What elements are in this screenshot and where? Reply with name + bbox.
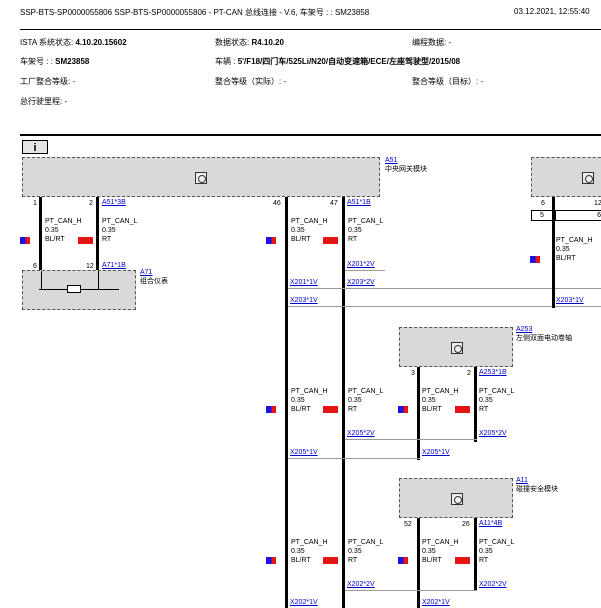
data-status: 数据状态: R4.10.20: [215, 38, 284, 47]
color-swatch-red: [323, 557, 338, 564]
wire-can-l-a253[interactable]: [474, 367, 477, 442]
connector-x205-2v-a253[interactable]: X205*2V: [479, 430, 507, 437]
wire-can-h-a11[interactable]: [417, 518, 420, 608]
header-divider: [20, 29, 601, 30]
connector-x205-2v[interactable]: X205*2V: [347, 430, 375, 437]
pin-label: 2: [467, 370, 471, 377]
color-swatch-blue-red: [266, 406, 276, 413]
pin-label: 47: [330, 200, 338, 207]
factory-level: 工厂整合等级: -: [20, 77, 76, 86]
module-a11-name: 碰撞安全模块: [516, 486, 558, 493]
color-swatch-red: [323, 237, 338, 244]
module-a71[interactable]: [22, 270, 136, 310]
module-a51[interactable]: [22, 157, 380, 197]
pin-label: 12: [594, 200, 601, 207]
ecu-icon: [582, 172, 594, 184]
connector-x202-2v[interactable]: X202*2V: [347, 581, 375, 588]
connector-x201-1v[interactable]: X201*1V: [290, 279, 318, 286]
connector-x203-2v[interactable]: X203*2V: [347, 279, 375, 286]
module-a11-link[interactable]: A11: [516, 477, 528, 484]
color-swatch-blue-red: [266, 237, 276, 244]
module-a71-name: 组合仪表: [140, 278, 168, 285]
module-a51-name: 中央网关模块: [385, 166, 427, 173]
connector-x203-1v[interactable]: X203*1V: [290, 297, 318, 304]
level-target: 整合等级（目标）: -: [412, 77, 484, 86]
pin-label: 1: [33, 200, 37, 207]
connector-a51-3b[interactable]: A51*3B: [102, 199, 126, 206]
module-a71-link[interactable]: A71: [140, 269, 153, 276]
connector-x205-1v[interactable]: X205*1V: [290, 449, 318, 456]
module-a51-link[interactable]: A51: [385, 157, 398, 164]
programming-data: 编程数据: -: [412, 38, 452, 47]
info-icon[interactable]: i: [22, 140, 48, 154]
module-a11[interactable]: [399, 478, 513, 518]
color-swatch-red: [455, 557, 470, 564]
color-swatch-blue-red: [266, 557, 276, 564]
vin: 车架号 : : SM23858: [20, 57, 90, 66]
pin-label: 6: [541, 200, 545, 207]
color-swatch-red: [323, 406, 338, 413]
wire-can-h-right[interactable]: [552, 197, 555, 308]
level-actual: 整合等级（实际）: -: [215, 77, 287, 86]
ecu-icon: [195, 172, 207, 184]
connector-a71-1b[interactable]: A71*1B: [102, 262, 126, 269]
module-a253[interactable]: [399, 327, 513, 367]
ista-status: ISTA 系统状态: 4.10.20.15602: [20, 38, 127, 47]
pin-label: 3: [411, 370, 415, 377]
wire-can-h-main[interactable]: [285, 197, 288, 608]
pin-label: 26: [462, 521, 470, 528]
pin-box: 5: [531, 210, 553, 221]
mileage: 总行驶里程: -: [20, 97, 68, 106]
pin-label: 46: [273, 200, 281, 207]
pin-box: 6: [555, 210, 601, 221]
pin-label: 12: [86, 263, 94, 270]
wire-can-h[interactable]: [39, 197, 42, 270]
connector-x202-1v-a11[interactable]: X202*1V: [422, 599, 450, 606]
datetime: 03.12.2021, 12:55:40: [514, 7, 590, 16]
connector-x201-2v[interactable]: X201*2V: [347, 261, 375, 268]
module-right[interactable]: [531, 157, 601, 197]
wire-can-l-a11[interactable]: [474, 518, 477, 590]
connector-a11-4b[interactable]: A11*4B: [479, 520, 503, 527]
wire-can-l-main[interactable]: [342, 197, 345, 608]
color-swatch-red: [78, 237, 93, 244]
connector-x202-1v[interactable]: X202*1V: [290, 599, 318, 606]
page-title: SSP-BTS-SP0000055806 SSP-BTS-SP000005580…: [20, 8, 370, 17]
diagram-border: [20, 134, 601, 136]
ecu-icon: [451, 342, 463, 354]
color-swatch-red: [455, 406, 470, 413]
color-swatch-blue-red: [20, 237, 30, 244]
pin-label: 6: [33, 263, 37, 270]
connector-x205-1v-a253[interactable]: X205*1V: [422, 449, 450, 456]
vehicle: 车辆 : 5'/F18/四门车/525Li/N20/自动变速箱/ECE/左座驾驶…: [215, 57, 461, 66]
connector-a253-1b[interactable]: A253*1B: [479, 369, 507, 376]
resistor-icon: [67, 285, 81, 293]
color-swatch-blue-red: [398, 406, 408, 413]
pin-label: 2: [89, 200, 93, 207]
pin-label: 52: [404, 521, 412, 528]
connector-a51-1b[interactable]: A51*1B: [347, 199, 371, 206]
module-a253-name: 左侧双面电动卷轴: [516, 335, 572, 342]
ecu-icon: [451, 493, 463, 505]
module-a253-link[interactable]: A253: [516, 326, 533, 333]
wire-can-l[interactable]: [96, 197, 99, 270]
color-swatch-blue-red: [530, 256, 540, 263]
connector-x203-1v-right[interactable]: X203*1V: [556, 297, 584, 304]
wire-can-h-a253[interactable]: [417, 367, 420, 460]
color-swatch-blue-red: [398, 557, 408, 564]
connector-x202-2v-a11[interactable]: X202*2V: [479, 581, 507, 588]
